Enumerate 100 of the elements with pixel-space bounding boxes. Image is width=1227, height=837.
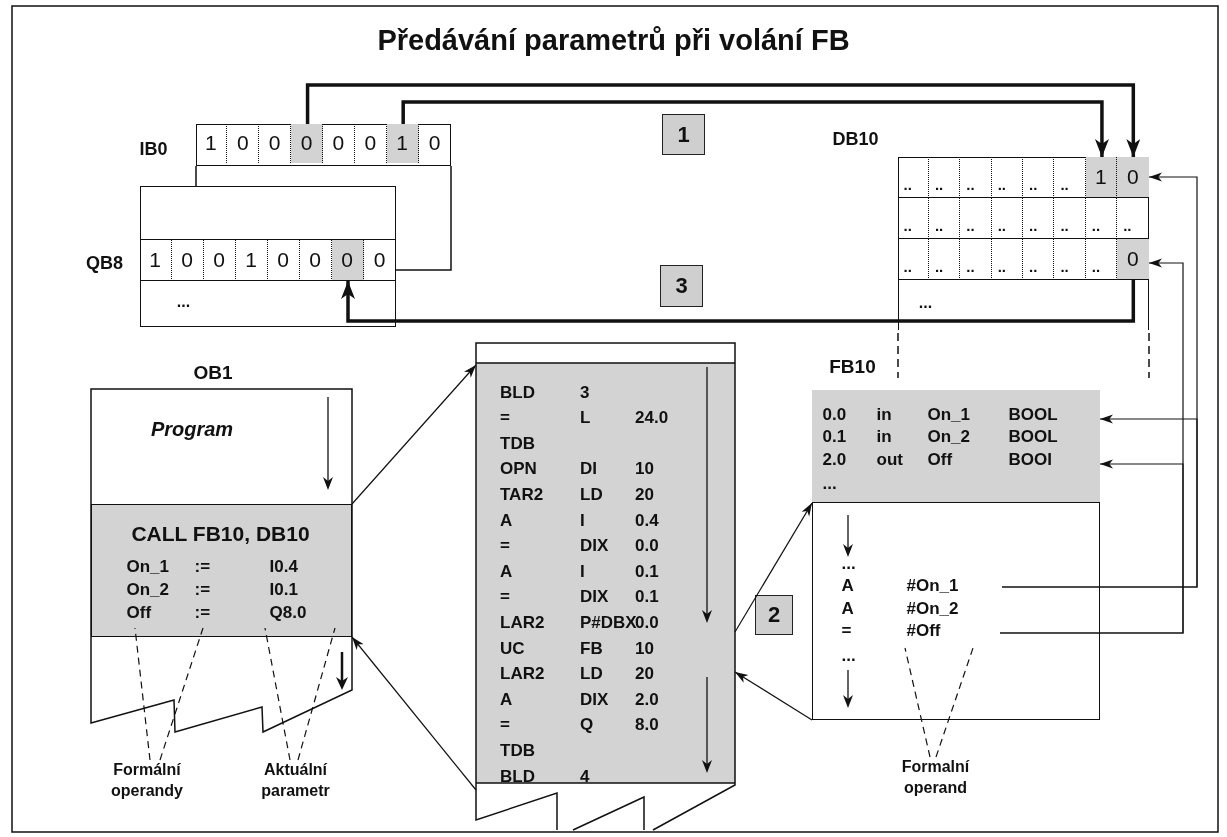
declaration-section xyxy=(811,389,1100,503)
code-token: A xyxy=(500,690,513,708)
memory-cell: .. xyxy=(1085,197,1118,239)
code-token: 2.0 xyxy=(635,690,659,708)
bit-cell: 0 xyxy=(299,238,332,281)
program-label: Program xyxy=(150,419,234,439)
code-token: A xyxy=(500,511,513,529)
block-label: QB8 xyxy=(86,253,123,272)
code-token: ... xyxy=(841,647,856,665)
code-token: 20 xyxy=(635,486,654,504)
memory-cell: .. xyxy=(1023,238,1055,280)
memory-cell: 1 xyxy=(1085,156,1118,198)
memory-cell: .. xyxy=(1054,197,1086,239)
block-label: DB10 xyxy=(832,129,879,148)
code-token: FB xyxy=(580,639,603,657)
annotation-label: Formalní operand xyxy=(878,757,993,801)
memory-cell: .. xyxy=(991,238,1023,280)
code-token: in xyxy=(876,428,892,446)
code-token: = xyxy=(500,409,510,427)
step-badge: 3 xyxy=(660,265,703,307)
code-token: 20 xyxy=(635,665,654,683)
leader-line xyxy=(904,647,931,758)
code-token: #Off xyxy=(906,622,941,640)
leader-line xyxy=(159,627,204,761)
memory-cell: .. xyxy=(897,238,929,280)
code-token: LD xyxy=(580,665,603,683)
bit-cell: 0 xyxy=(203,238,236,281)
memory-cell: .. xyxy=(897,156,929,198)
code-token: 24.0 xyxy=(635,409,669,427)
diagram-title: Předávání parametrů při volání FB xyxy=(376,26,851,55)
code-token: On_2 xyxy=(126,581,170,599)
bit-cell: 1 xyxy=(139,238,172,281)
code-token: 0.0 xyxy=(635,537,659,555)
code-token: On_1 xyxy=(927,406,971,424)
code-token: BOOL xyxy=(1008,406,1058,424)
arrow xyxy=(999,459,1184,634)
code-token: LAR2 xyxy=(500,614,545,632)
arrow xyxy=(734,671,813,721)
code-token: DIX xyxy=(580,690,609,708)
arrow xyxy=(341,280,1136,323)
code-token: := xyxy=(194,604,211,622)
code-token: Off xyxy=(126,604,152,622)
bit-cell: 0 xyxy=(331,238,364,281)
code-token: On_2 xyxy=(927,428,971,446)
bit-cell: 1 xyxy=(386,123,419,163)
code-token: DIX xyxy=(580,537,609,555)
step-badge: 1 xyxy=(662,114,705,155)
code-token: BOOL xyxy=(1008,428,1058,446)
bit-cell: 1 xyxy=(235,238,268,281)
memory-cell: .. xyxy=(897,197,929,239)
bit-cell: 0 xyxy=(267,238,300,281)
leader-line xyxy=(297,627,336,761)
memory-cell: .. xyxy=(928,197,961,239)
arrow xyxy=(1001,414,1198,588)
memory-cell: .. xyxy=(1054,156,1086,198)
step-badge: 2 xyxy=(755,595,793,635)
bit-cell: 0 xyxy=(418,123,451,163)
arrow xyxy=(305,83,1141,157)
code-token: I0.1 xyxy=(269,581,298,599)
code-token: = xyxy=(500,588,510,606)
code-token: ... xyxy=(822,475,837,493)
bit-cell: 0 xyxy=(363,238,396,281)
block-label: IB0 xyxy=(139,139,168,158)
code-token: 10 xyxy=(635,639,654,657)
code-token: 2.0 xyxy=(822,451,847,469)
bit-cell: 0 xyxy=(291,123,323,163)
bit-cell: 0 xyxy=(354,123,387,163)
memory-cell: .. xyxy=(928,156,961,198)
code-token: out xyxy=(876,451,903,469)
code-token: A xyxy=(841,577,854,595)
bit-cell: 0 xyxy=(171,238,204,281)
bit-cell: 1 xyxy=(195,123,228,163)
code-listing xyxy=(476,343,735,831)
memory-cell: .. xyxy=(991,156,1023,198)
code-token: TAR2 xyxy=(500,486,544,504)
arrow xyxy=(401,100,1109,157)
annotation-label: Aktuální parametr xyxy=(238,760,353,804)
code-token: := xyxy=(194,558,211,576)
memory-cell: .. xyxy=(1023,197,1055,239)
code-token: LD xyxy=(580,486,603,504)
memory-cell: 0 xyxy=(1117,156,1149,198)
memory-cell: .. xyxy=(960,197,992,239)
code-token: #On_1 xyxy=(906,577,959,595)
code-token: ... xyxy=(841,555,856,573)
code-token: = xyxy=(500,537,510,555)
arrow xyxy=(734,502,813,633)
bit-cell: 0 xyxy=(227,123,260,163)
code-token: DI xyxy=(580,460,597,478)
code-token: OPN xyxy=(500,460,537,478)
code-token: BLD xyxy=(500,383,535,401)
code-token: 0.4 xyxy=(635,511,659,529)
block-label: FB10 xyxy=(829,357,876,377)
code-token: 3 xyxy=(580,383,590,401)
ellipsis-text: ... xyxy=(176,293,191,310)
block-label: OB1 xyxy=(193,362,233,382)
code-token: A xyxy=(500,562,513,580)
code-token: 0.1 xyxy=(822,428,847,446)
memory-cell: .. xyxy=(991,197,1023,239)
call-section xyxy=(91,504,352,637)
code-token: #On_2 xyxy=(906,600,959,618)
